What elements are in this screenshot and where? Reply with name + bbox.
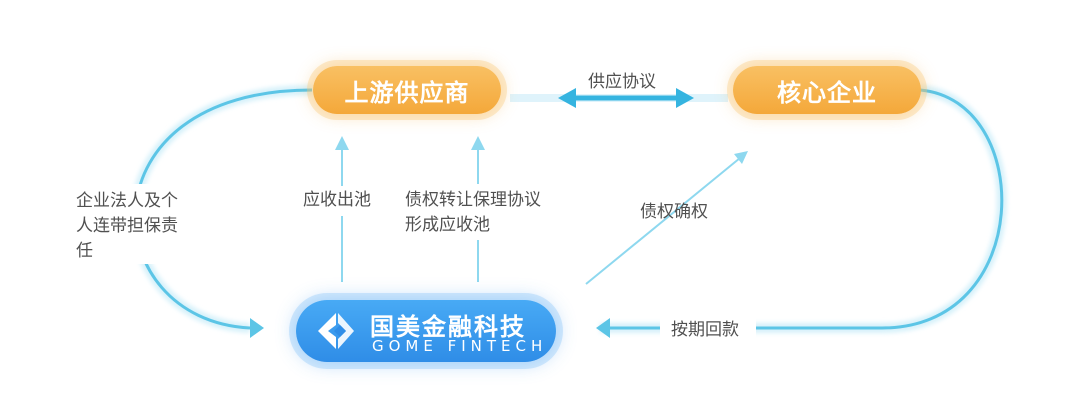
repayment-label-mask <box>660 312 756 344</box>
left-label-mask <box>70 184 206 264</box>
core-enterprise-label: 核心企业 <box>777 78 877 107</box>
gome-name-cn: 国美金融科技 <box>370 313 526 341</box>
core-enterprise-node: 核心企业 <box>733 66 921 114</box>
receivable-pool-arrowhead <box>335 136 349 150</box>
guarantee-label: 企业法人及个 人连带担保责 任 <box>76 191 178 261</box>
repayment-arrowhead <box>596 318 610 338</box>
receivable-label-mask <box>298 186 386 216</box>
confirmation-arrowhead <box>734 151 748 164</box>
receivable-pool-label: 应收出池 <box>303 190 371 210</box>
repayment-label: 按期回款 <box>671 320 739 340</box>
gome-name-en: GOME FINTECH <box>372 337 548 355</box>
upstream-supplier-label: 上游供应商 <box>344 78 470 107</box>
debt-confirmation-label: 债权确权 <box>640 202 708 222</box>
confirmation-arrow <box>585 157 741 285</box>
gome-fintech-node: 国美金融科技 GOME FINTECH <box>296 300 556 362</box>
supply-arrowhead-left <box>558 88 576 108</box>
left-loop-arrowhead <box>250 318 264 338</box>
upstream-supplier-node: 上游供应商 <box>313 66 501 114</box>
supply-arrowhead-right <box>676 88 694 108</box>
gome-kite-logo-icon <box>318 313 354 349</box>
right-loop-arrow <box>610 88 1004 330</box>
factoring-label-mask <box>400 184 568 240</box>
factoring-agreement-label: 债权转让保理协议 形成应收池 <box>405 190 541 235</box>
factoring-arrowhead <box>471 136 485 150</box>
supply-agreement-label: 供应协议 <box>588 72 656 92</box>
